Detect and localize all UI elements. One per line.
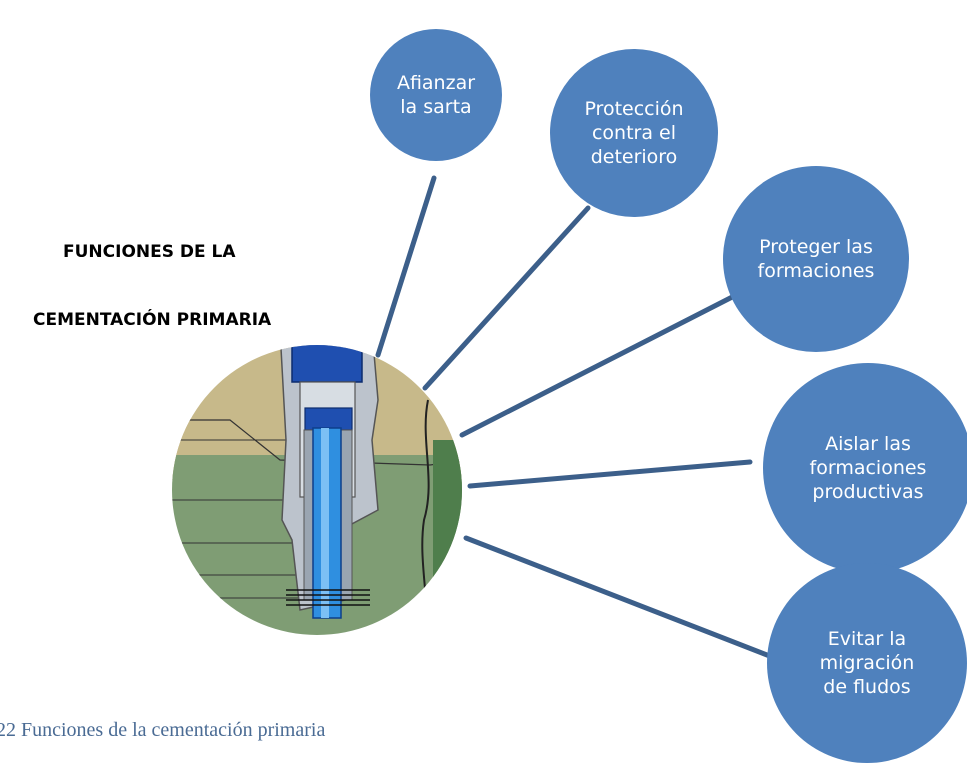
diagram-title-line-1: FUNCIONES DE LA [63, 242, 236, 262]
inner-casing [304, 407, 353, 431]
perforations [286, 589, 370, 606]
connector-proteccion [422, 205, 591, 391]
function-bubble-proteccion: Protección contra el deterioro [550, 49, 718, 217]
function-bubble-afianzar: Afianzar la sarta [370, 29, 502, 161]
connector-evitar [463, 535, 783, 663]
diagram-title-line-2: CEMENTACIÓN PRIMARIA [33, 310, 272, 330]
connector-aislar [467, 459, 753, 489]
figure-caption: 22 Funciones de la cementación primaria [0, 719, 326, 741]
function-bubble-evitar: Evitar la migración de fludos [767, 563, 967, 763]
outer-casing [291, 345, 363, 383]
connector-proteger [459, 289, 745, 438]
connector-afianzar [375, 175, 437, 358]
function-bubble-proteger: Proteger las formaciones [723, 166, 909, 352]
function-bubble-aislar: Aislar las formaciones productivas [763, 363, 967, 573]
